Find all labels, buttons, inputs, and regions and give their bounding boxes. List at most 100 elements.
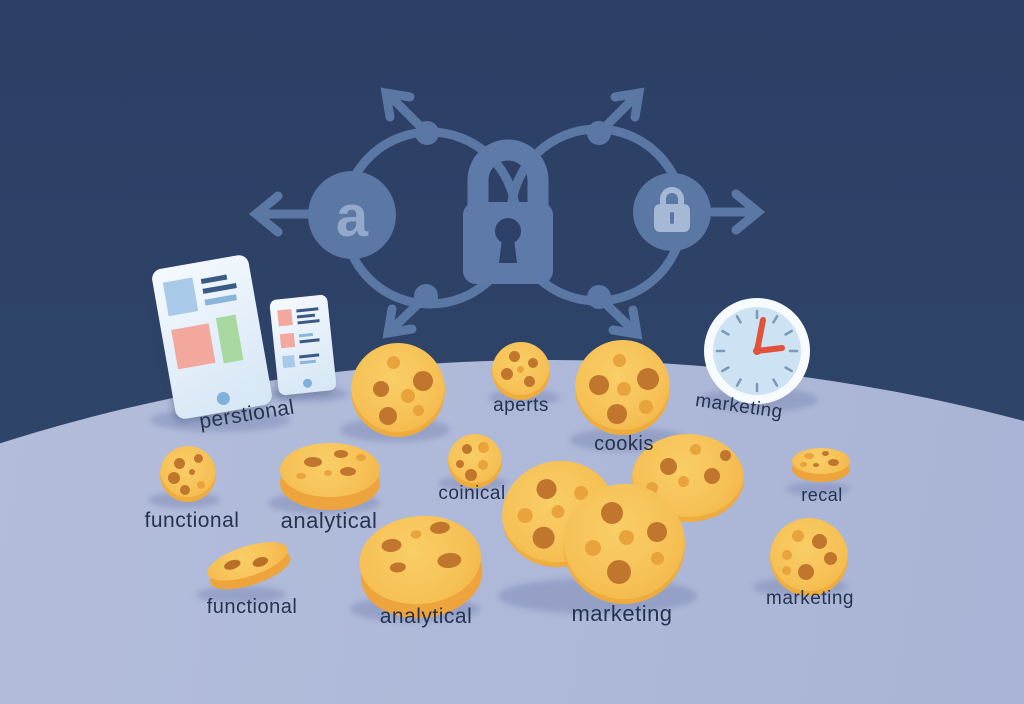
chip [465,469,477,481]
chip [168,472,180,484]
chip [813,463,819,467]
chip [534,477,559,501]
lock-icon [654,187,690,232]
chip [517,366,524,373]
phone-text-line [299,359,316,365]
chip [798,564,814,580]
chip [792,530,804,542]
chip [413,405,424,416]
label-analytical-bottom: analytical [379,605,473,628]
clock-hands [754,317,785,354]
cookie-aperts [492,342,550,400]
chip [296,473,306,479]
cookie-functional-left [160,446,216,502]
chip [180,485,190,495]
chip [619,530,634,545]
cookie-marketing-center [563,484,685,604]
chip [356,454,366,461]
phone-screen-block [282,354,296,369]
chip [639,400,653,414]
phone-text-line [297,319,320,325]
chip [528,358,538,368]
label-analytical-left: analytical [280,508,378,533]
arrow-up-right-icon [610,87,645,122]
chip [304,457,322,467]
tablet-screen-block [215,314,244,364]
chip [524,376,535,387]
tablet-text-line [200,274,228,284]
chip [812,534,827,549]
chip [516,506,534,525]
chip [462,444,472,454]
shadow [196,586,286,603]
network-dots [414,121,611,309]
phone-text-line [299,338,320,344]
label-aperts: aperts [493,395,549,416]
shadow [786,482,850,496]
tablet-text-line [202,283,237,294]
chip [509,351,520,362]
chip [401,389,415,403]
phone [269,294,337,396]
chip [550,503,566,520]
chip [651,552,664,565]
cookie-plain-left [351,343,445,437]
phone-text-line [296,307,319,313]
chip [478,460,488,470]
chip [334,450,348,458]
chip [589,375,609,395]
arrow-left-icon [248,191,283,237]
chip [189,469,195,475]
chip [456,460,464,468]
chip [607,560,631,584]
arrow-down-right-icon [608,305,643,340]
cookie-coinical [448,434,502,488]
phone-text-line [299,353,320,359]
chip [501,368,513,380]
chip [690,444,701,455]
cookie-marketing-right [770,518,848,596]
label-marketing-right: marketing [766,588,854,609]
arrow-right-icon [731,189,766,235]
chip [782,550,792,560]
tablet-screen-block [171,323,216,370]
label-functional-bottom: functional [206,596,298,618]
home-button [215,390,231,406]
chip [530,524,557,551]
cookie-face [792,448,850,474]
chip [387,356,400,369]
label-recal: recal [801,485,843,505]
small-lock-node [633,173,711,251]
chip [194,454,203,463]
arrow-up-left-icon [380,87,415,122]
chip [704,468,720,484]
label-coinical: coinical [438,483,506,504]
phone-screen-block [277,309,293,327]
cookie-analytical-left [280,443,380,513]
home-button [302,378,313,389]
chip [782,566,791,575]
chip [601,502,623,524]
chip [379,407,397,425]
tablet-text-line [204,294,237,306]
phone-text-line [298,332,314,338]
chip [478,442,489,453]
chip [637,368,659,390]
chip [804,453,814,459]
tablet-screen-block [162,277,199,317]
label-marketing-center: marketing [571,601,673,626]
chip [828,459,839,466]
arrow-down-left-icon [382,304,417,339]
a-node: a [308,171,396,259]
chip [660,458,677,475]
a-glyph: a [336,184,369,249]
chip [585,540,601,556]
chip [613,354,626,367]
phone-text-line [296,313,316,319]
label-cookis: cookis [594,433,654,455]
chip [197,481,205,489]
chip [800,462,807,467]
chip [617,382,631,396]
